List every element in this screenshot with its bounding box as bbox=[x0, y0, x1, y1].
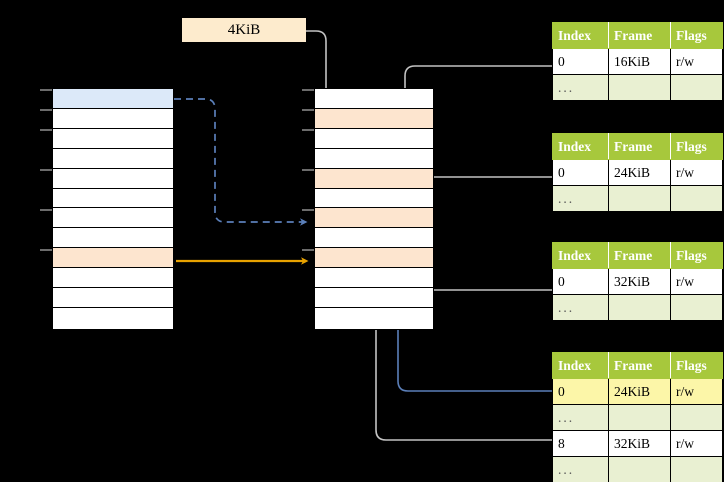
cell-flags bbox=[670, 185, 723, 212]
size-label-text: 4KiB bbox=[227, 21, 261, 38]
virtual-frame-row-8 bbox=[53, 248, 173, 269]
left-column-ticks bbox=[40, 89, 52, 251]
table-row: ... bbox=[552, 294, 723, 321]
cell-index: 0 bbox=[552, 378, 609, 405]
virtual-frame-row-10 bbox=[53, 288, 173, 308]
physical-frame-row-2 bbox=[315, 128, 433, 149]
cell-index: 0 bbox=[552, 268, 609, 295]
column-header-flags: Flags bbox=[670, 242, 723, 269]
physical-address-column bbox=[314, 88, 434, 330]
cell-flags: r/w bbox=[670, 268, 723, 295]
cell-frame: 32KiB bbox=[608, 430, 671, 457]
virtual-frame-row-1 bbox=[53, 108, 173, 129]
physical-frame-row-11 bbox=[315, 307, 433, 328]
cell-flags bbox=[670, 456, 723, 482]
physical-frame-row-3 bbox=[315, 148, 433, 169]
cell-frame: 24KiB bbox=[608, 378, 671, 405]
cell-frame bbox=[608, 456, 671, 482]
column-header-index: Index bbox=[552, 242, 609, 269]
cell-frame: 32KiB bbox=[608, 268, 671, 295]
physical-frame-row-1 bbox=[315, 108, 433, 129]
cell-frame bbox=[608, 294, 671, 321]
cell-flags bbox=[670, 294, 723, 321]
cell-index: ... bbox=[552, 74, 609, 101]
physical-frame-row-7 bbox=[315, 228, 433, 249]
table-row: ... bbox=[552, 404, 723, 431]
column-header-frame: Frame bbox=[608, 22, 671, 49]
column-header-flags: Flags bbox=[670, 352, 723, 379]
virtual-frame-row-2 bbox=[53, 128, 173, 149]
virtual-frame-row-4 bbox=[53, 168, 173, 189]
cell-flags bbox=[670, 74, 723, 101]
physical-frame-row-5 bbox=[315, 188, 433, 209]
column-header-index: Index bbox=[552, 352, 609, 379]
table-row: ... bbox=[552, 185, 723, 212]
cell-index: ... bbox=[552, 404, 609, 431]
virtual-address-column bbox=[52, 88, 174, 330]
cell-index: ... bbox=[552, 294, 609, 321]
virtual-frame-row-7 bbox=[53, 228, 173, 249]
physical-frame-row-9 bbox=[315, 268, 433, 289]
cell-index: 8 bbox=[552, 430, 609, 457]
virtual-frame-row-11 bbox=[53, 307, 173, 328]
column-header-flags: Flags bbox=[670, 22, 723, 49]
column-header-frame: Frame bbox=[608, 352, 671, 379]
column-header-index: Index bbox=[552, 22, 609, 49]
cell-index: 0 bbox=[552, 159, 609, 186]
virtual-frame-row-3 bbox=[53, 148, 173, 169]
cell-flags bbox=[670, 404, 723, 431]
virtual-frame-row-5 bbox=[53, 188, 173, 209]
size-label-4kib: 4KiB bbox=[182, 18, 306, 42]
physical-frame-row-6 bbox=[315, 208, 433, 229]
virtual-frame-row-0 bbox=[53, 89, 173, 109]
physical-frame-row-8 bbox=[315, 248, 433, 269]
cell-frame bbox=[608, 404, 671, 431]
wire-virtual-to-physical-dashed bbox=[174, 98, 308, 226]
virtual-frame-row-9 bbox=[53, 268, 173, 289]
column-header-frame: Frame bbox=[608, 242, 671, 269]
column-header-index: Index bbox=[552, 133, 609, 160]
cell-index: ... bbox=[552, 456, 609, 482]
cell-index: 0 bbox=[552, 48, 609, 75]
cell-flags: r/w bbox=[670, 430, 723, 457]
cell-frame: 24KiB bbox=[608, 159, 671, 186]
middle-column-ticks bbox=[302, 89, 314, 251]
wire-table1-to-frame bbox=[416, 176, 552, 217]
column-header-flags: Flags bbox=[670, 133, 723, 160]
cell-flags: r/w bbox=[670, 159, 723, 186]
table-row: ... bbox=[552, 74, 723, 101]
cell-frame: 16KiB bbox=[608, 48, 671, 75]
cell-index: ... bbox=[552, 185, 609, 212]
cell-flags: r/w bbox=[670, 378, 723, 405]
physical-frame-row-4 bbox=[315, 168, 433, 189]
virtual-frame-row-6 bbox=[53, 208, 173, 229]
cell-frame bbox=[608, 185, 671, 212]
cell-flags: r/w bbox=[670, 48, 723, 75]
column-header-frame: Frame bbox=[608, 133, 671, 160]
physical-frame-row-0 bbox=[315, 89, 433, 109]
table-row: ... bbox=[552, 456, 723, 482]
physical-frame-row-10 bbox=[315, 288, 433, 308]
cell-frame bbox=[608, 74, 671, 101]
